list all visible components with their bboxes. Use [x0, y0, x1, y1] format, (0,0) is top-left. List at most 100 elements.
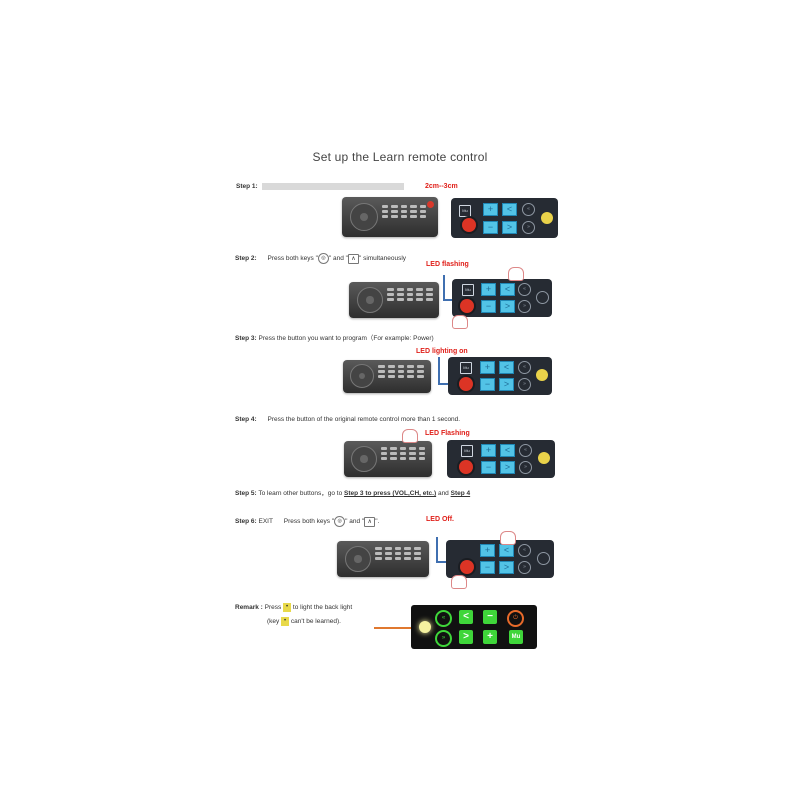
ch-up-icon: <	[459, 610, 473, 624]
forward-icon: »	[518, 378, 531, 391]
hand-icon	[452, 315, 468, 329]
learn-remote: Mu + − < > « »	[447, 440, 555, 478]
power-icon	[462, 218, 476, 232]
button-grid	[375, 547, 421, 560]
power-icon	[459, 460, 473, 474]
vol-minus-icon: −	[480, 378, 495, 391]
led-wire	[436, 537, 448, 563]
learn-key-icon: ◎	[334, 516, 346, 527]
learn-key-icon: ◎	[317, 253, 329, 264]
led-wire	[438, 357, 450, 385]
vol-minus-icon: −	[481, 461, 496, 474]
step4-text: Step 4: Press the button of the original…	[235, 416, 461, 423]
vol-plus-icon: +	[483, 630, 497, 644]
vol-plus-icon: +	[480, 361, 495, 374]
dpad-icon	[351, 446, 377, 472]
power-icon	[460, 299, 474, 313]
vol-minus-icon: −	[483, 221, 498, 234]
rewind-icon: «	[522, 203, 535, 216]
vol-plus-icon: +	[480, 544, 495, 557]
forward-icon: »	[435, 630, 452, 647]
vol-minus-icon: −	[481, 300, 496, 313]
dpad-icon	[350, 364, 374, 388]
step3-text: Step 3: Press the button you want to pro…	[235, 335, 434, 342]
hand-icon	[500, 531, 516, 545]
rewind-icon: «	[518, 283, 531, 296]
original-remote	[337, 541, 429, 577]
step2-led: LED flashing	[426, 261, 469, 268]
step6-text: Step 6: EXIT Press both keys "◎" and "∧"…	[235, 516, 380, 527]
red-power-icon	[427, 201, 434, 208]
ch-up-icon: <	[500, 444, 515, 457]
vol-plus-icon: +	[481, 444, 496, 457]
original-remote	[342, 197, 438, 237]
arrow-icon	[374, 624, 418, 632]
step1-distance: 2cm--3cm	[425, 183, 458, 190]
power-icon	[460, 560, 474, 574]
up-key-icon: ∧	[364, 516, 376, 527]
ch-down-icon: >	[499, 378, 514, 391]
record-icon	[537, 552, 550, 565]
vol-plus-icon: +	[483, 203, 498, 216]
dpad-icon	[345, 546, 371, 572]
button-grid	[378, 365, 424, 378]
forward-icon: »	[518, 300, 531, 313]
record-icon	[536, 291, 549, 304]
power-icon	[459, 377, 473, 391]
button-grid	[381, 447, 425, 460]
step1-label: Step 1:	[236, 183, 258, 190]
step3-link: Step 3 to press (VOL,CH, etc.)	[344, 490, 437, 497]
dpad-icon	[357, 287, 383, 313]
logo-icon: Mu	[459, 205, 471, 217]
bulb-key-icon: •	[281, 617, 290, 626]
button-grid	[387, 288, 433, 301]
hand-icon	[508, 267, 524, 281]
bulb-icon	[419, 621, 431, 633]
button-grid	[382, 205, 426, 218]
forward-icon: »	[518, 561, 531, 574]
ch-up-icon: <	[499, 544, 514, 557]
step3-led: LED lighting on	[416, 348, 468, 355]
vol-plus-icon: +	[481, 283, 496, 296]
original-remote	[343, 360, 431, 393]
rewind-icon: «	[518, 361, 531, 374]
dpad-icon	[350, 203, 378, 231]
up-key-icon: ∧	[347, 253, 359, 264]
rewind-icon: «	[518, 544, 531, 557]
vol-minus-icon: −	[483, 610, 497, 624]
bulb-icon	[541, 212, 553, 224]
ch-down-icon: >	[500, 300, 515, 313]
remark-line2: (key • can't be learned).	[267, 617, 341, 626]
forward-icon: »	[522, 221, 535, 234]
step4-link: Step 4	[450, 490, 471, 497]
backlit-remote: « » < > − + ⏻ Mu	[411, 605, 537, 649]
learn-remote: + − < > « »	[446, 540, 554, 578]
step2-text: Step 2: Press both keys "◎" and "∧" simu…	[235, 253, 407, 264]
ch-down-icon: >	[459, 630, 473, 644]
hand-icon	[402, 429, 418, 443]
step4-led: LED Flashing	[425, 430, 470, 437]
bulb-icon	[538, 452, 550, 464]
ch-up-icon: <	[499, 361, 514, 374]
page-title: Set up the Learn remote control	[312, 150, 488, 164]
ch-up-icon: <	[500, 283, 515, 296]
logo-icon: Mu	[460, 362, 472, 374]
logo-icon: Mu	[461, 445, 473, 457]
rewind-icon: «	[519, 444, 532, 457]
forward-icon: »	[519, 461, 532, 474]
led-wire	[443, 275, 455, 301]
original-remote	[344, 441, 432, 477]
learn-remote: Mu + − < > « »	[448, 357, 552, 395]
ch-down-icon: >	[500, 461, 515, 474]
learn-remote: Mu + − < > « »	[451, 198, 558, 238]
vol-minus-icon: −	[480, 561, 495, 574]
ch-down-icon: >	[502, 221, 517, 234]
rewind-icon: «	[435, 610, 452, 627]
remark-line1: Remark : Press • to light the back light	[235, 603, 353, 612]
original-remote	[349, 282, 439, 318]
step1-bar	[262, 183, 404, 190]
learn-remote: Mu + − < > « »	[452, 279, 552, 317]
ch-up-icon: <	[502, 203, 517, 216]
hand-icon	[451, 575, 467, 589]
ch-down-icon: >	[499, 561, 514, 574]
